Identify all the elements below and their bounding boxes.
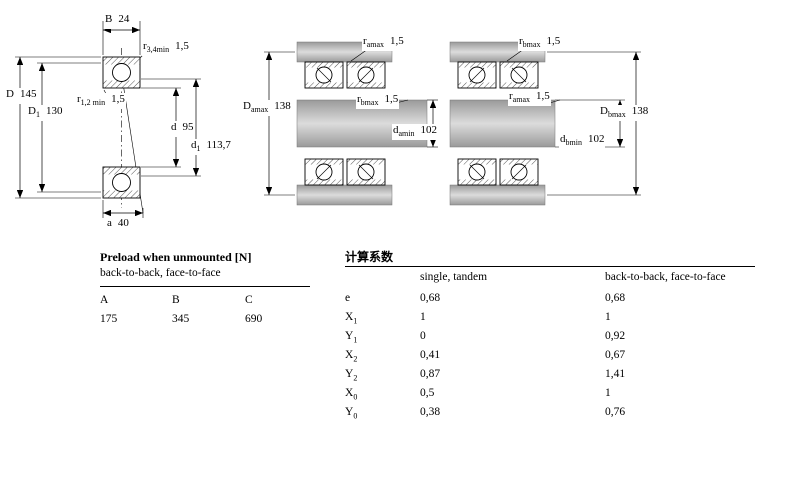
bearing-pair-bottom [457,158,539,186]
bearing-section-top [102,56,141,89]
preload-table: Preload when unmounted [N] back-to-back,… [100,250,310,326]
factors-header-spacer [345,270,420,286]
preload-header-b: B [172,294,180,306]
single-bearing-drawing [15,21,201,218]
inner-ring-hatch [103,167,140,175]
shaft [449,99,556,148]
bearing-ball [112,63,131,82]
calculation-factors-table: 计算系数 single, tandem back-to-back, face-t… [345,250,755,424]
factors-row-y0: Y0 0,38 0,76 [345,406,626,421]
preload-header-c: C [245,294,253,306]
preload-header-a: A [100,294,109,306]
preload-value-a: 175 [100,313,118,325]
preload-subtitle: back-to-back, face-to-face [100,267,221,279]
outer-ring-hatch [103,57,140,65]
factors-row-x1: X1 1 1 [345,310,611,326]
preload-value-b: 345 [172,313,190,325]
preload-header-row: A B C [100,286,310,307]
outer-ring-hatch [103,190,140,198]
bearing-section-bottom [102,166,141,199]
inner-ring-hatch [103,80,140,88]
factors-row-x2: X2 0,41 0,67 [345,349,626,364]
housing-bottom [296,184,393,206]
factors-row-e: e 0,68 0,68 [345,291,626,304]
factors-header-back-face: back-to-back, face-to-face [605,271,726,283]
factors-row-x0: X0 0,5 1 [345,387,611,402]
bearing-ball [112,173,131,192]
factors-rows: e 0,68 0,68 X1 1 1 Y1 0 0,92 X2 0,41 0,6… [345,291,755,425]
factors-header-row: single, tandem back-to-back, face-to-fac… [345,270,755,286]
preload-value-row: 175 345 690 [100,312,310,326]
housing-bottom [449,184,546,206]
factors-title: 计算系数 [345,250,755,267]
bearing-pair-top [457,61,539,89]
bearing-pair-bottom [304,158,386,186]
factors-row-y2: Y2 0,87 1,41 [345,368,626,383]
preload-title: Preload when unmounted [N] [100,250,252,264]
factors-header-single-tandem: single, tandem [420,271,488,283]
pair-drawing-face-to-face [449,41,641,206]
factors-row-y1: Y1 0 0,92 [345,329,626,345]
preload-value-c: 690 [245,313,263,325]
bearing-pair-top [304,61,386,89]
pair-drawing-back-to-back [264,41,438,206]
